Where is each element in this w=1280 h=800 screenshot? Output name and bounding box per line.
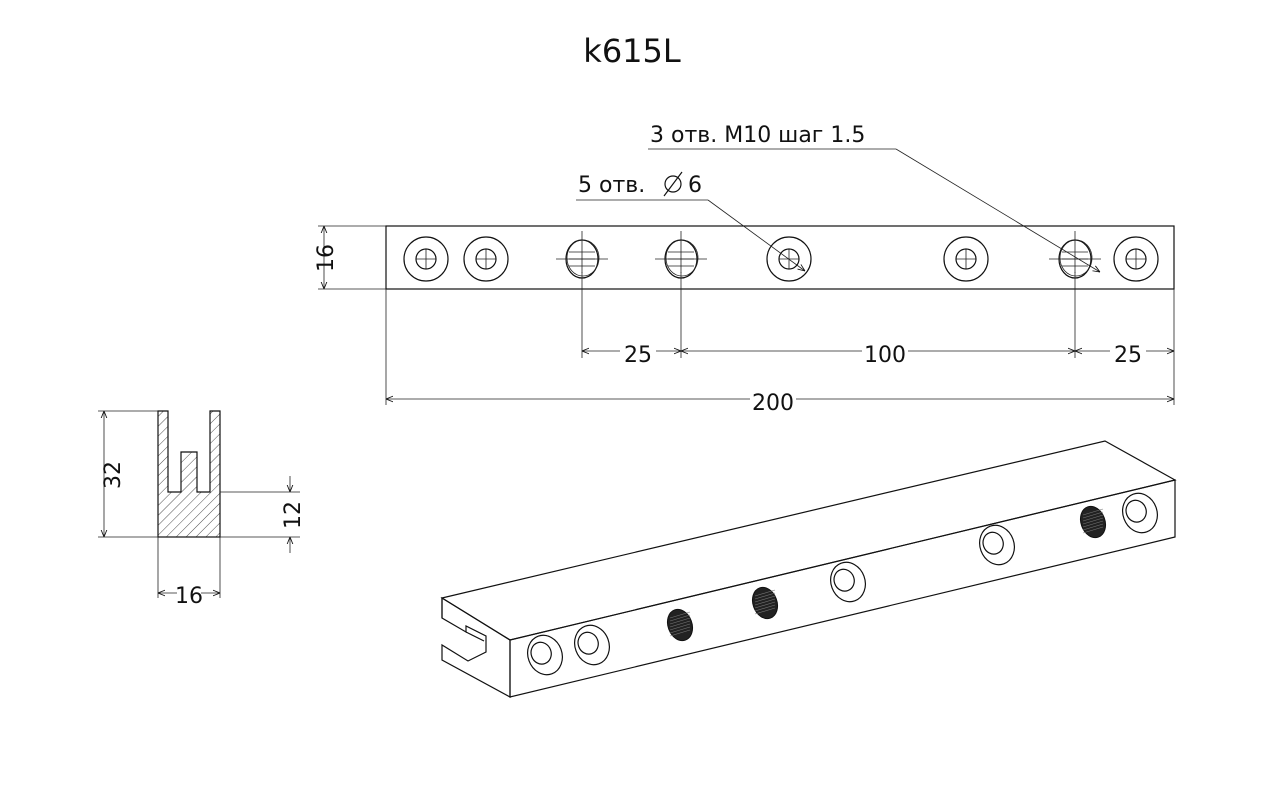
plain-holes-diameter: 6: [688, 173, 702, 198]
iso-end-face: [441, 596, 511, 699]
dim-section-12: 12: [281, 501, 306, 529]
dim-100: 100: [864, 343, 906, 368]
plain-hole: [403, 236, 449, 282]
plain-holes-callout: 5 отв.: [578, 173, 645, 198]
profile-section: [157, 410, 221, 538]
section-view: 32 12 16: [98, 410, 306, 609]
threaded-hole: [655, 231, 707, 279]
dim-height-16: 16: [314, 244, 339, 272]
iso-top-face: [440, 440, 1177, 641]
drawing-title: k615L: [583, 32, 681, 70]
dim-25-left: 25: [624, 343, 652, 368]
iso-front-face: [509, 479, 1176, 698]
iso-threaded-hole: [751, 586, 779, 620]
threaded-hole: [556, 231, 608, 279]
plain-hole: [463, 236, 509, 282]
plain-hole: [943, 236, 989, 282]
isometric-view: [440, 440, 1177, 699]
iso-plain-hole: [1122, 492, 1158, 534]
iso-plain-hole: [979, 524, 1015, 566]
dim-section-16: 16: [175, 584, 203, 609]
bar-outline: [385, 225, 1175, 290]
top-view: 3 отв. M10 шаг 1.5 5 отв. 6 16 25 100 25…: [314, 123, 1175, 416]
holes-group: [403, 231, 1159, 282]
iso-plain-hole: [527, 634, 563, 676]
dim-200: 200: [752, 391, 794, 416]
plain-hole: [1113, 236, 1159, 282]
iso-holes-group: [527, 492, 1158, 676]
threaded-holes-callout: 3 отв. M10 шаг 1.5: [650, 123, 865, 148]
diameter-symbol-icon: [663, 171, 683, 197]
iso-plain-hole: [830, 561, 866, 603]
iso-threaded-hole: [666, 608, 694, 642]
iso-plain-hole: [574, 624, 610, 666]
dim-section-32: 32: [101, 461, 126, 489]
iso-threaded-hole: [1079, 505, 1107, 539]
threaded-hole: [1049, 231, 1101, 279]
dim-25-right: 25: [1114, 343, 1142, 368]
